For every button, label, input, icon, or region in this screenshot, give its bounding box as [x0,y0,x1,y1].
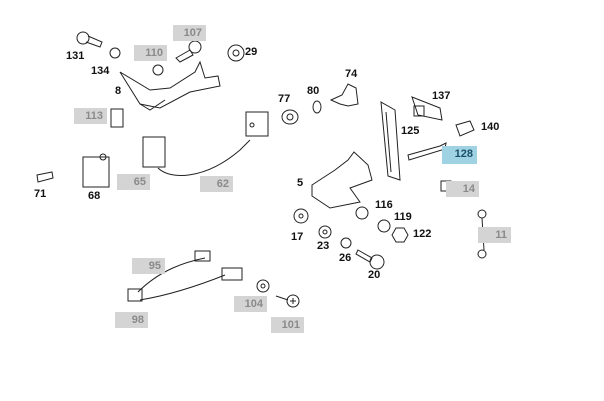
part-label-71: 71 [34,188,47,200]
hotspot-110[interactable]: 110 [134,45,167,61]
ring-80 [312,100,322,114]
harness-95 [127,250,243,302]
hotspot-107[interactable]: 107 [173,25,206,41]
part-label-116: 116 [375,199,393,211]
bolt-20 [355,249,385,270]
washer-23 [318,225,332,239]
switch-65 [142,136,166,168]
hotspot-14[interactable]: 14 [446,181,479,197]
part-label-20: 20 [368,269,381,281]
part-label-74: 74 [345,68,358,80]
cam-17 [293,208,309,224]
grommet-77 [281,109,299,125]
lever-5 [311,151,373,209]
hotspot-11[interactable]: 11 [478,227,511,243]
lever-8 [119,60,221,111]
screw-101 [275,294,300,308]
part-label-8: 8 [115,85,122,97]
cable-62 [157,139,251,176]
hotspot-101[interactable]: 101 [271,317,304,333]
hotspot-128-selected[interactable]: 128 [442,146,477,164]
part-label-137: 137 [432,90,451,102]
part-label-29: 29 [245,46,258,58]
switch-connector [245,111,269,137]
washer-116 [355,206,369,220]
hotspot-104[interactable]: 104 [234,296,267,312]
bolt-71 [36,171,54,183]
bolt-107 [175,40,202,63]
hotspot-113[interactable]: 113 [74,108,107,124]
clip-113 [110,108,124,128]
hotspot-95[interactable]: 95 [132,258,165,274]
knob-74 [329,83,359,107]
bolt-131 [76,31,103,48]
part-label-5: 5 [297,177,304,189]
clip-134 [109,47,121,59]
part-label-125: 125 [401,125,420,137]
washer-110 [152,64,164,76]
bracket-137 [411,96,443,121]
nut-122 [391,227,409,243]
part-label-26: 26 [339,252,352,264]
part-label-77: 77 [278,93,291,105]
part-label-23: 23 [317,240,330,252]
hotspot-65[interactable]: 65 [117,174,150,190]
part-label-122: 122 [413,228,432,240]
rail-125 [380,101,401,181]
part-label-140: 140 [481,121,500,133]
cap-140 [455,120,475,137]
grommet-104 [256,279,270,293]
part-label-119: 119 [394,211,412,223]
hotspot-62[interactable]: 62 [200,176,233,192]
washer-119 [377,219,391,233]
part-label-17: 17 [291,231,304,243]
hotspot-98[interactable]: 98 [115,312,148,328]
connector-68 [82,153,110,188]
washer-29 [227,44,245,62]
part-label-134: 134 [91,65,110,77]
part-label-131: 131 [66,50,85,62]
clip-26 [340,237,352,249]
part-label-80: 80 [307,85,320,97]
part-label-68: 68 [88,190,101,202]
